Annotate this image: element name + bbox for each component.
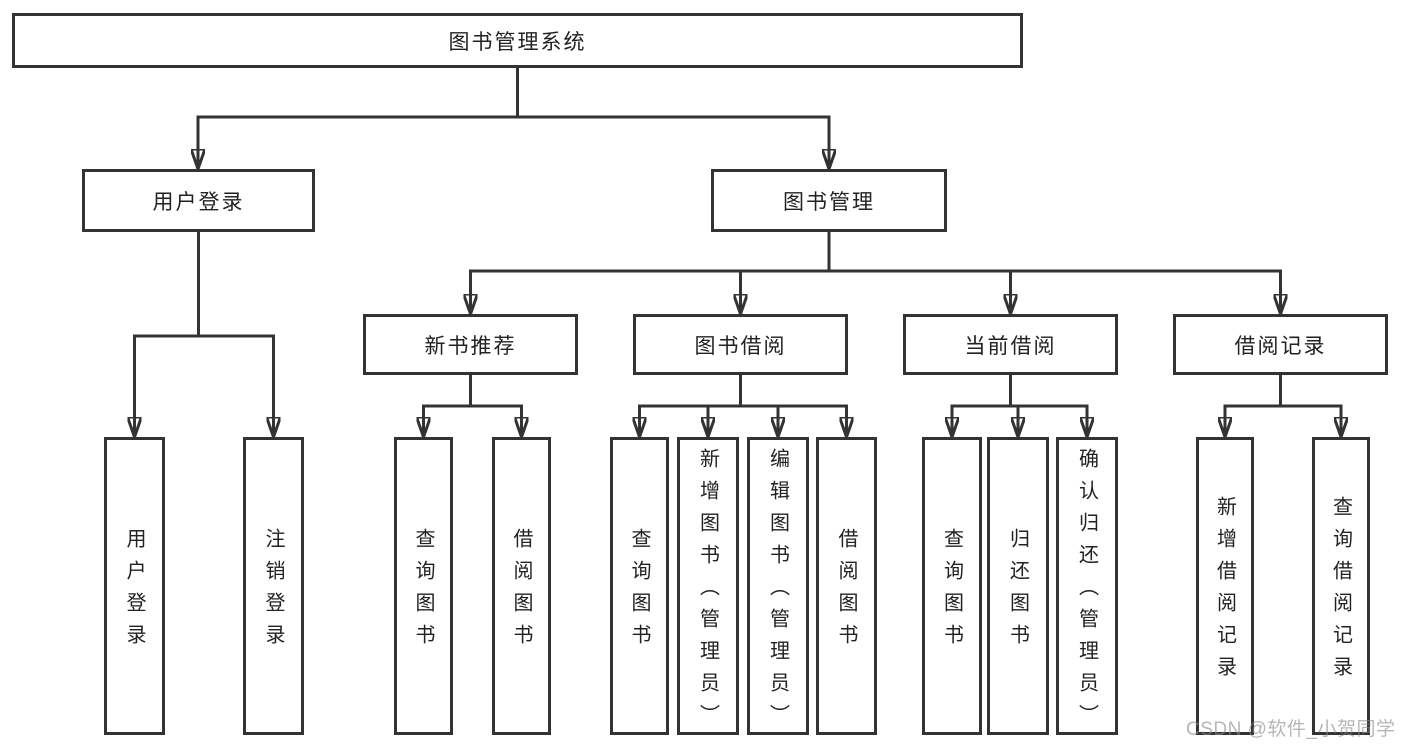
leaf-records-query-record: 查询借阅记录 [1312, 437, 1370, 735]
leaf-borrow-query-book-label: 查询图书 [628, 528, 650, 656]
leaf-current-return-book: 归还图书 [987, 437, 1049, 735]
leaf-borrow-query-book: 查询图书 [610, 437, 669, 735]
leaf-current-confirm-return: 确认归还（管理员） [1056, 437, 1118, 736]
leaf-records-query-record-label: 查询借阅记录 [1329, 496, 1352, 688]
node-current-borrow-label: 当前借阅 [964, 334, 1057, 358]
node-current-borrow: 当前借阅 [903, 314, 1118, 375]
node-book-management-label: 图书管理 [783, 190, 875, 214]
leaf-records-add-record: 新增借阅记录 [1196, 437, 1254, 735]
leaf-borrow-edit-book-label: 编辑图书（管理员） [766, 448, 789, 736]
leaf-recommend-query-book-label: 查询图书 [412, 528, 434, 656]
watermark: CSDN @软件_小贺同学 [1186, 719, 1396, 740]
node-root-label: 图书管理系统 [448, 30, 587, 54]
leaf-borrow-add-book: 新增图书（管理员） [677, 437, 739, 736]
leaf-recommend-borrow-book-label: 借阅图书 [510, 528, 532, 656]
leaf-current-return-book-label: 归还图书 [1006, 528, 1029, 656]
node-borrow-records-label: 借阅记录 [1234, 334, 1327, 358]
node-new-book-recommend: 新书推荐 [363, 314, 578, 375]
node-book-borrow-label: 图书借阅 [694, 334, 787, 358]
node-book-borrow: 图书借阅 [633, 314, 848, 375]
node-user-login: 用户登录 [82, 169, 315, 232]
leaf-borrow-edit-book: 编辑图书（管理员） [747, 437, 809, 736]
leaf-current-query-book-label: 查询图书 [940, 528, 963, 656]
leaf-borrow-add-book-label: 新增图书（管理员） [696, 448, 719, 736]
node-book-management: 图书管理 [711, 169, 947, 232]
node-root: 图书管理系统 [12, 13, 1023, 68]
node-borrow-records: 借阅记录 [1173, 314, 1388, 375]
leaf-current-query-book: 查询图书 [922, 437, 982, 735]
node-new-book-recommend-label: 新书推荐 [424, 334, 517, 358]
leaf-current-confirm-return-label: 确认归还（管理员） [1075, 448, 1098, 736]
leaf-user-login: 用户登录 [104, 437, 165, 735]
leaf-borrow-borrow-book: 借阅图书 [816, 437, 877, 735]
leaf-borrow-borrow-book-label: 借阅图书 [835, 528, 857, 656]
leaf-recommend-query-book: 查询图书 [394, 437, 453, 735]
leaf-logout-label: 注销登录 [262, 528, 284, 656]
leaf-user-login-label: 用户登录 [123, 528, 145, 656]
leaf-recommend-borrow-book: 借阅图书 [492, 437, 551, 735]
node-user-login-label: 用户登录 [152, 190, 245, 214]
leaf-logout: 注销登录 [243, 437, 304, 735]
leaf-records-add-record-label: 新增借阅记录 [1213, 496, 1236, 688]
